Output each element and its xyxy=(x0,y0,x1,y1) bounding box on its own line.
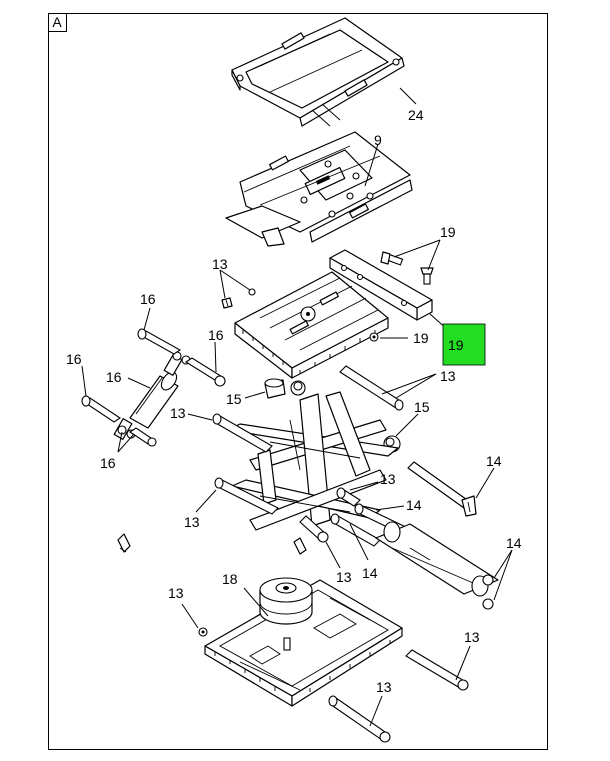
callout-24[interactable]: 24 xyxy=(408,107,424,123)
callout-13[interactable]: 13 xyxy=(168,585,184,601)
rod-13-scissor-c xyxy=(336,487,361,507)
bracket-19 xyxy=(329,249,433,321)
callout-13[interactable]: 13 xyxy=(184,514,200,530)
handle-14 xyxy=(407,461,477,517)
rod-13-scissor-a xyxy=(212,413,273,453)
rod-13-top xyxy=(339,365,404,411)
pin-16-a xyxy=(137,328,182,355)
callout-15[interactable]: 15 xyxy=(226,391,242,407)
rod-13-base-b xyxy=(328,695,391,743)
pin-16-b xyxy=(184,357,226,387)
rod-13-scissor-d xyxy=(299,515,329,543)
bolt-19-a xyxy=(380,251,404,266)
callout-13[interactable]: 13 xyxy=(440,368,456,384)
bolt-19-b xyxy=(420,267,434,285)
shock-absorber-16 xyxy=(113,351,191,440)
callout-19[interactable]: 19 xyxy=(413,330,429,346)
callout-18[interactable]: 18 xyxy=(222,571,238,587)
callout-19[interactable]: 19 xyxy=(440,224,456,240)
callout-13[interactable]: 13 xyxy=(464,629,480,645)
callout-13[interactable]: 13 xyxy=(170,405,186,421)
connector-b xyxy=(293,537,307,555)
callout-13[interactable]: 13 xyxy=(376,679,392,695)
callout-16[interactable]: 16 xyxy=(208,327,224,343)
seat-slide-frame-24 xyxy=(231,17,405,127)
rod-13-base-a xyxy=(405,649,469,691)
leader-lines xyxy=(81,87,513,727)
callout-16[interactable]: 16 xyxy=(66,351,82,367)
callout-14[interactable]: 14 xyxy=(406,497,422,513)
scissor-linkage xyxy=(227,391,399,531)
connector-a xyxy=(117,533,131,553)
callout-16[interactable]: 16 xyxy=(106,369,122,385)
figure-tag: A xyxy=(48,13,67,32)
callout-14[interactable]: 14 xyxy=(506,535,522,551)
seat-upper-mechanism-9 xyxy=(225,131,413,247)
base-plate-18 xyxy=(204,579,403,707)
bumper-15-b xyxy=(290,380,306,396)
callout-13[interactable]: 13 xyxy=(336,569,352,585)
callout-13[interactable]: 13 xyxy=(212,256,228,272)
screw-13-b xyxy=(248,288,256,296)
suspension-top-plate xyxy=(234,271,389,379)
tube-14 xyxy=(375,521,499,597)
bumper-15-a xyxy=(264,378,286,399)
callout-labels: 24 9 19 13 16 16 19 19 16 16 13 15 15 13… xyxy=(66,107,522,695)
screw-19-c xyxy=(369,332,379,342)
callout-15[interactable]: 15 xyxy=(414,399,430,415)
pin-14-c xyxy=(482,574,494,610)
callout-14[interactable]: 14 xyxy=(486,453,502,469)
callout-16[interactable]: 16 xyxy=(100,455,116,471)
pin-16-d xyxy=(129,427,157,447)
callout-19-selected[interactable]: 19 xyxy=(448,337,464,353)
callout-14[interactable]: 14 xyxy=(362,565,378,581)
air-spring xyxy=(259,577,313,651)
screw-13-a xyxy=(221,297,233,309)
selected-part-highlight[interactable] xyxy=(442,323,486,366)
figure-frame xyxy=(48,13,548,750)
screw-13-base xyxy=(198,627,208,637)
callout-13[interactable]: 13 xyxy=(380,471,396,487)
callout-16[interactable]: 16 xyxy=(140,291,156,307)
rod-14-b xyxy=(330,513,381,547)
callout-9[interactable]: 9 xyxy=(374,132,382,148)
rod-13-scissor-b xyxy=(214,477,279,515)
pin-16-c xyxy=(81,395,121,423)
